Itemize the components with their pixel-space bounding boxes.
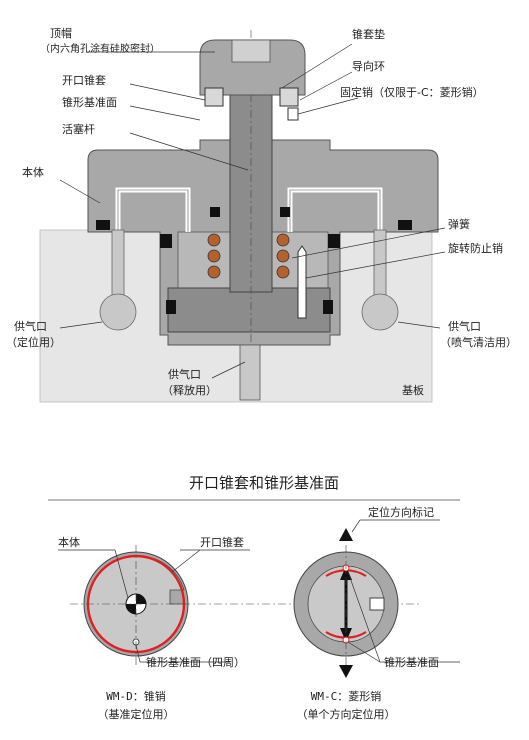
hex-hole bbox=[231, 39, 271, 63]
spring-left bbox=[207, 233, 221, 279]
cap-shape bbox=[199, 39, 306, 96]
label-air-port-bottom: 供气口 bbox=[168, 367, 201, 381]
anti-rot-pin-shape bbox=[297, 245, 307, 319]
label-piston-rod: 活塞杆 bbox=[62, 122, 95, 136]
label-open-cone: 开口锥套 bbox=[62, 74, 106, 87]
air-port-right-bulb bbox=[361, 293, 399, 331]
air-port-left-bulb bbox=[99, 293, 137, 331]
label-body: 本体 bbox=[22, 165, 44, 179]
wm-c-diagram bbox=[293, 545, 399, 668]
label-base-plate: 基板 bbox=[402, 383, 424, 397]
wm-d-diagram bbox=[70, 545, 420, 668]
seal-3 bbox=[328, 234, 340, 248]
dir-mark-up-icon bbox=[339, 528, 353, 541]
section-title: 开口锥套和锥形基准面 bbox=[189, 474, 339, 492]
label-fixed-pin: 固定销（仅限于-C：菱形销） bbox=[340, 85, 484, 99]
label-cap-note: （内六角孔涂有硅胶密封） bbox=[40, 42, 160, 55]
label-dir-mark: 定位方向标记 bbox=[368, 505, 434, 519]
label-cone-ref-all: 锥形基准面（四周） bbox=[146, 656, 245, 669]
label-air-port-left-note: （定位用） bbox=[6, 335, 61, 349]
label-cone-ref: 锥形基准面 bbox=[62, 96, 117, 109]
label-lower-cone-ref: 锥形基准面 bbox=[384, 656, 439, 669]
label-air-port-left: 供气口 bbox=[14, 319, 47, 333]
seal-5 bbox=[166, 300, 176, 314]
label-lower-body: 本体 bbox=[58, 535, 80, 549]
label-cap: 顶帽 bbox=[50, 27, 72, 40]
label-spring: 弹簧 bbox=[448, 217, 470, 231]
lower-rod bbox=[239, 344, 261, 401]
caption-wm-d-1: WM-D：锥销 bbox=[106, 689, 166, 703]
leader-lines-lower bbox=[58, 519, 460, 663]
label-air-port-bottom-note: （释放用） bbox=[162, 383, 217, 397]
leader-lines-upper bbox=[59, 43, 446, 379]
label-lower-open-cone: 开口锥套 bbox=[200, 536, 244, 549]
label-guide-ring: 导向环 bbox=[352, 59, 385, 73]
label-anti-rot-pin: 旋转防止销 bbox=[448, 241, 503, 255]
seal-1 bbox=[96, 220, 110, 230]
seal-8 bbox=[280, 207, 290, 217]
spring-right bbox=[276, 233, 290, 279]
seal-6 bbox=[323, 300, 333, 314]
label-air-port-right-note: （喷气清洁用） bbox=[440, 335, 517, 349]
caption-wm-d-2: （基准定位用） bbox=[98, 707, 175, 721]
dir-mark-down-icon bbox=[339, 665, 353, 678]
fixed-pin-shape bbox=[287, 107, 299, 121]
seal-4 bbox=[398, 220, 412, 230]
label-air-port-right: 供气口 bbox=[448, 319, 481, 333]
label-cone-pad: 锥套垫 bbox=[352, 27, 385, 41]
caption-wm-c-2: （单个方向定位用） bbox=[297, 707, 396, 721]
caption-wm-c-1: WM-C：菱形销 bbox=[311, 689, 382, 703]
seal-2 bbox=[160, 234, 172, 248]
open-cone-left bbox=[204, 87, 224, 107]
seal-7 bbox=[210, 207, 220, 217]
air-channel-left-outline bbox=[117, 189, 189, 232]
open-cone-right bbox=[279, 87, 299, 107]
